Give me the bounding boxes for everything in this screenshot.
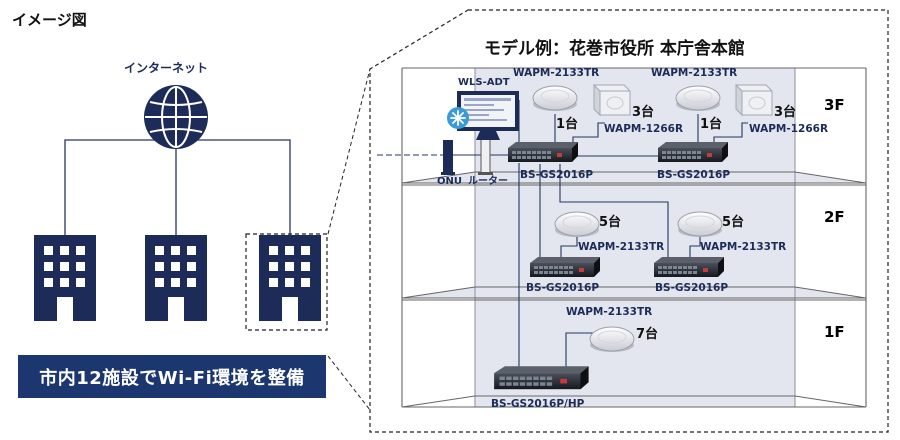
switch-icon [508,142,578,162]
ap-model-label: WAPM-2133TR [578,241,665,253]
wls-adt-label: WLS-ADT [458,77,510,88]
floor-label-1f: 1F [824,323,845,341]
floor-label-2f: 2F [824,208,845,226]
ext-ap-model-label: WAPM-1266R [749,123,829,135]
switch-icon [658,142,728,162]
switch-icon [654,257,724,277]
access-point-icon [532,85,578,112]
ext-ap-count: 3台 [632,105,655,120]
core-switch-model-label: BS-GS2016P/HP [491,398,585,410]
summary-banner: 市内12施設でWi-Fi環境を整備 [18,355,326,398]
highlight-box [245,233,328,331]
wls-adt-icon [447,107,469,129]
ap-count: 5台 [722,215,745,230]
ext-ap-count: 3台 [774,105,797,120]
access-point-icon [675,85,721,112]
access-point-icon [554,211,600,238]
access-point-icon [677,211,723,238]
switch-model-label: BS-GS2016P [526,282,600,294]
switch-model-label: BS-GS2016P [657,169,731,181]
switch-model-label: BS-GS2016P [655,282,729,294]
facility-building-icon [145,235,207,321]
ap-count: 1台 [700,117,723,132]
onu-icon [441,140,455,175]
floor-label-3f: 3F [824,96,845,114]
ap-model-label: WAPM-2133TR [513,67,600,79]
ap-count: 7台 [636,327,659,342]
ext-ap-model-label: WAPM-1266R [604,123,684,135]
ap-count: 1台 [556,117,579,132]
internet-tree-lines [64,139,291,235]
globe-icon [144,85,208,149]
internet-label: インターネット [124,61,209,75]
ap-model-label: WAPM-2133TR [566,306,653,318]
switch-icon [530,257,600,277]
facility-building-icon [259,235,321,321]
diagram-title: イメージ図 [12,11,87,29]
ap-model-label: WAPM-2133TR [651,67,738,79]
outdoor-ap-icon [735,84,773,116]
ap-count: 5台 [599,215,622,230]
onu-label: ONU [437,176,462,187]
ap-model-label: WAPM-2133TR [700,241,787,253]
pc-monitor-icon [457,91,519,140]
model-building-frame [327,9,889,433]
switch-model-label: BS-GS2016P [520,169,594,181]
model-title: モデル例：花巻市役所 本庁舎本館 [484,39,745,59]
core-switch-icon [494,366,589,390]
facility-building-icon [34,235,96,321]
access-point-icon [589,326,635,353]
router-label: ルーター [468,176,508,187]
outdoor-ap-icon [593,84,631,116]
